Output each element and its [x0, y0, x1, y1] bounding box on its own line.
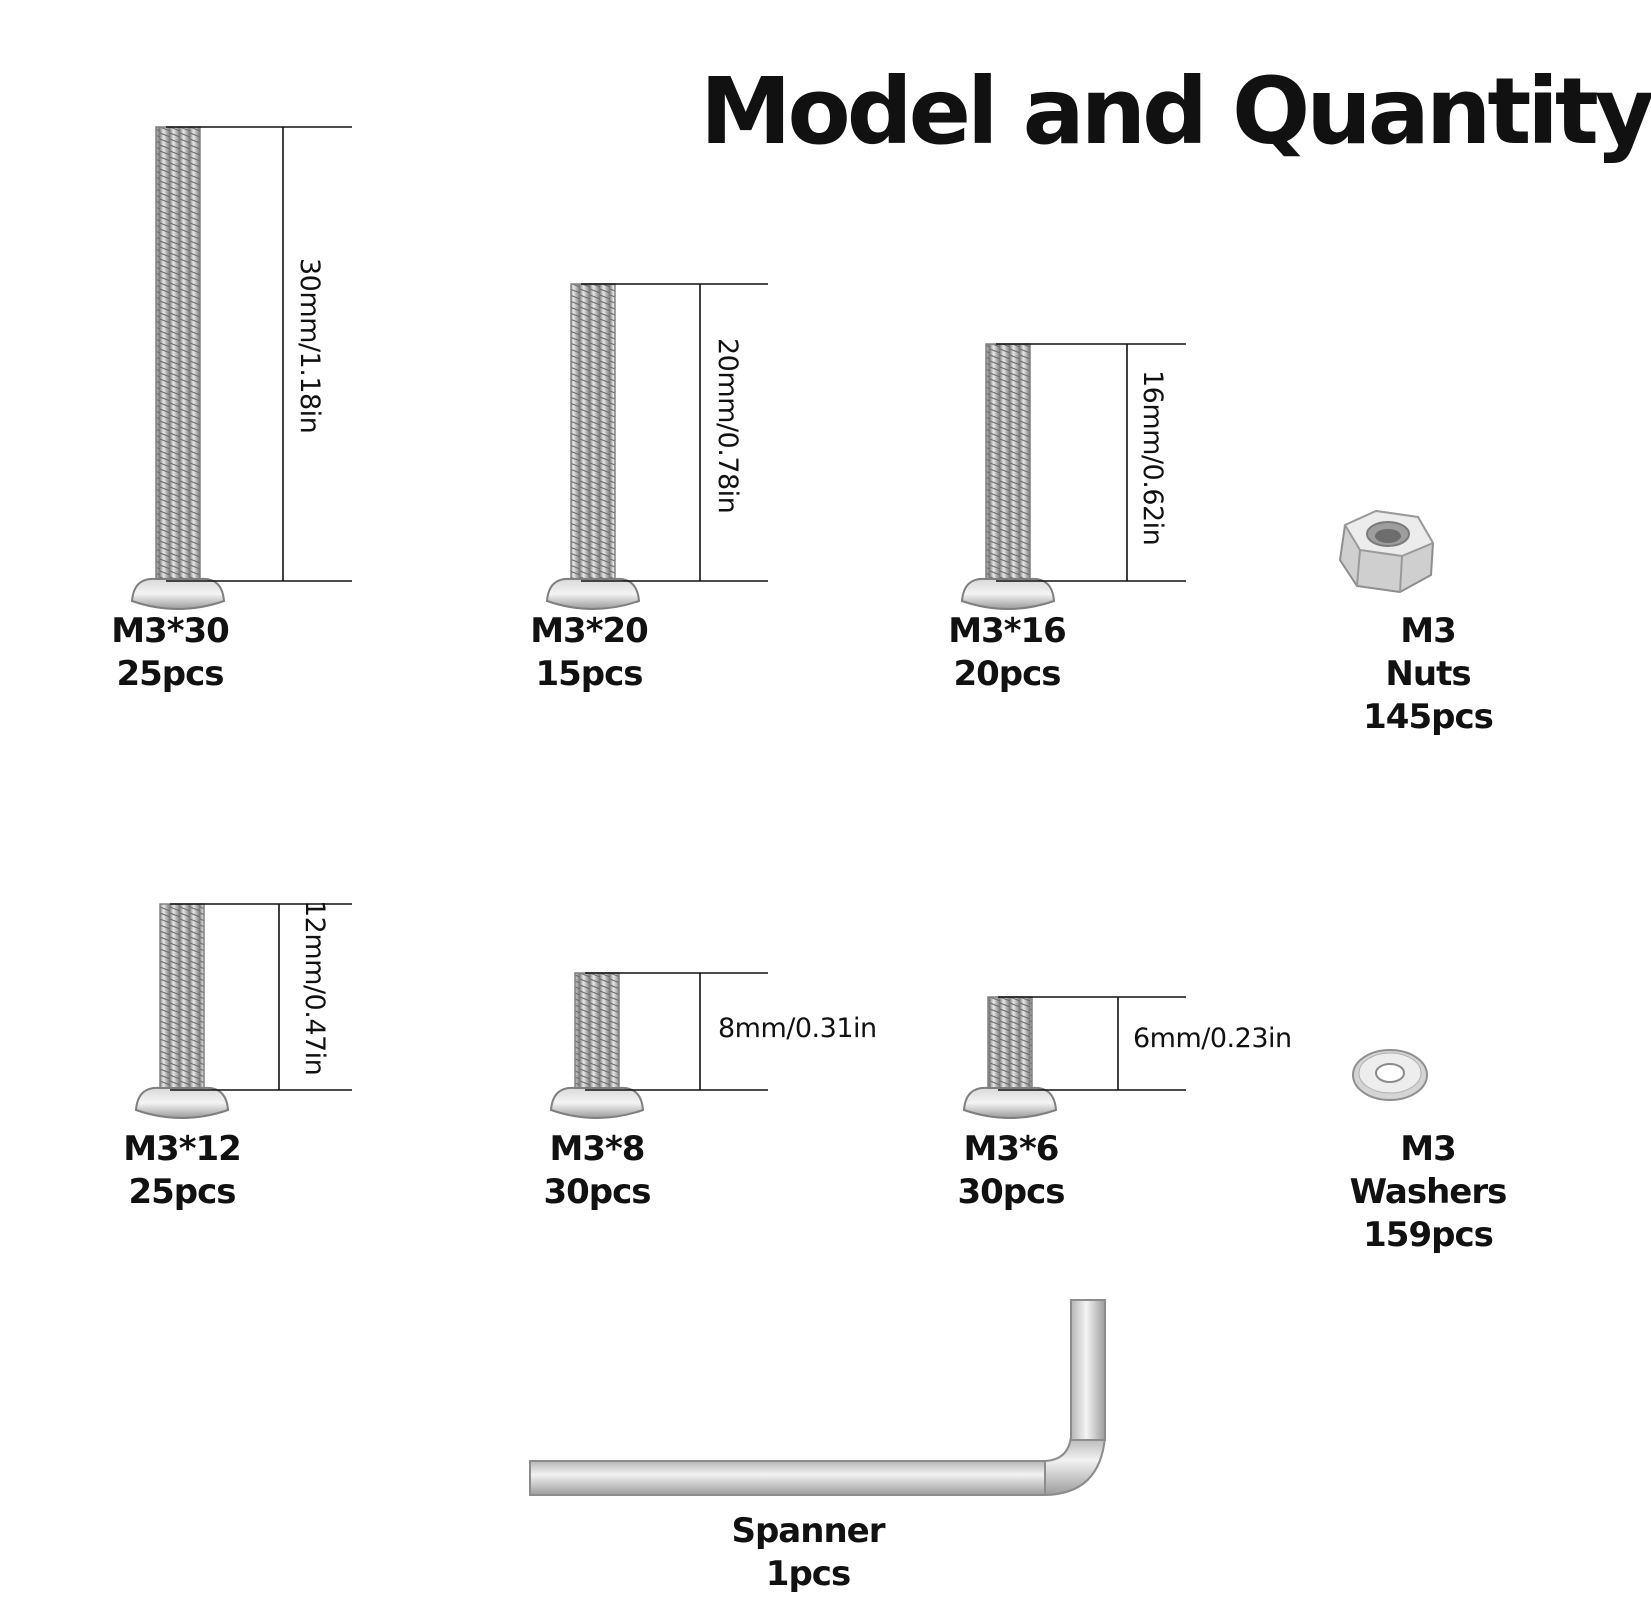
label-m3x6: M3*6 30pcs — [881, 1128, 1141, 1214]
qty-label: 1pcs — [765, 1554, 851, 1594]
screw-m3x30-icon — [130, 126, 226, 610]
model-label: M3*30 — [111, 611, 230, 651]
model-label: M3*8 — [549, 1129, 646, 1169]
label-m3x8: M3*8 30pcs — [467, 1128, 727, 1214]
dimension-m3x30: 30mm/1.18in — [294, 258, 325, 434]
model-label: M3*12 — [123, 1129, 242, 1169]
dimension-m3x12: 12mm/0.47in — [299, 900, 330, 1076]
dimension-bracket-m3x16 — [996, 343, 1186, 582]
label-m3x20: M3*20 15pcs — [459, 610, 719, 696]
dimension-bracket-m3x12 — [170, 903, 352, 1091]
label-m3x12: M3*12 25pcs — [52, 1128, 312, 1214]
type-label: Nuts — [1385, 654, 1471, 694]
qty-label: 15pcs — [535, 654, 643, 694]
qty-label: 30pcs — [543, 1172, 651, 1212]
dimension-bracket-m3x8 — [585, 972, 768, 1091]
model-label: Spanner — [731, 1511, 885, 1551]
dimension-m3x16: 16mm/0.62in — [1137, 370, 1168, 546]
qty-label: 30pcs — [957, 1172, 1065, 1212]
model-label: M3 — [1400, 1129, 1457, 1169]
qty-label: 20pcs — [953, 654, 1061, 694]
model-label: M3*6 — [963, 1129, 1060, 1169]
dimension-m3x8: 8mm/0.31in — [718, 1013, 877, 1044]
page-title: Model and Quantity — [700, 58, 1651, 165]
dimension-m3x6: 6mm/0.23in — [1133, 1023, 1292, 1054]
label-m3x30: M3*30 25pcs — [40, 610, 300, 696]
qty-label: 159pcs — [1363, 1215, 1494, 1255]
screw-m3x8-icon — [549, 972, 645, 1119]
dimension-lines — [166, 126, 1186, 1091]
qty-label: 25pcs — [116, 654, 224, 694]
dimension-m3x20: 20mm/0.78in — [712, 338, 743, 514]
dimension-bracket-m3x6 — [998, 996, 1186, 1091]
screw-m3x20-icon — [545, 283, 641, 610]
model-label: M3*16 — [948, 611, 1067, 651]
model-label: M3 — [1400, 611, 1457, 651]
label-nuts: M3 Nuts 145pcs — [1298, 610, 1558, 739]
label-m3x16: M3*16 20pcs — [877, 610, 1137, 696]
dimension-bracket-m3x30 — [166, 126, 352, 582]
dimension-bracket-m3x20 — [581, 283, 768, 582]
spanner-icon — [529, 1299, 1107, 1497]
hex-nut-icon — [1338, 509, 1435, 594]
screw-m3x6-icon — [962, 996, 1058, 1119]
model-label: M3*20 — [530, 611, 649, 651]
qty-label: 145pcs — [1363, 697, 1494, 737]
label-washers: M3 Washers 159pcs — [1298, 1128, 1558, 1257]
screw-m3x12-icon — [134, 903, 230, 1119]
label-spanner: Spanner 1pcs — [678, 1510, 938, 1596]
washer-icon — [1352, 1049, 1428, 1101]
screw-m3x16-icon — [960, 343, 1056, 610]
qty-label: 25pcs — [128, 1172, 236, 1212]
screws-group — [130, 126, 1058, 1119]
type-label: Washers — [1349, 1172, 1508, 1212]
